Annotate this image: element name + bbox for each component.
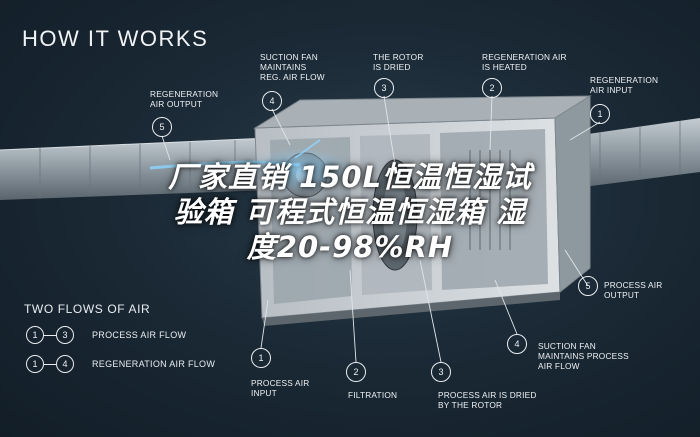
callout-3-top-badge: 3 [374, 78, 394, 98]
callout-5-top-badge: 5 [152, 117, 172, 137]
callout-2-bottom-badge: 2 [346, 362, 366, 382]
overlay-title: 厂家直销 150L恒温恒湿试 验箱 可程式恒温恒湿箱 湿 度20-98%RH [0, 160, 700, 265]
flow-end-badge: 4 [56, 355, 74, 373]
flow-row-regeneration: 1 4 REGENERATION AIR FLOW [26, 354, 215, 374]
flow-start-badge: 1 [26, 355, 44, 373]
overlay-line-3: 度20-98%RH [246, 230, 454, 264]
flows-legend-title: TWO FLOWS OF AIR [24, 302, 151, 316]
callout-regeneration-air-input-label: REGENERATION AIR INPUT [590, 75, 659, 95]
flow-range-regeneration: 1 4 [26, 355, 74, 373]
callout-2-top-badge: 2 [482, 78, 502, 98]
callout-regeneration-air-output-label: REGENERATION AIR OUTPUT [150, 89, 219, 109]
callout-regeneration-heated-label: REGENERATION AIR IS HEATED [482, 52, 567, 72]
callout-suction-fan-reg-label: SUCTION FAN MAINTAINS REG. AIR FLOW [260, 52, 325, 82]
overlay-line-1: 厂家直销 150L恒温恒湿试 [167, 160, 533, 194]
flow-label-regeneration: REGENERATION AIR FLOW [92, 359, 216, 369]
flow-row-process: 1 3 PROCESS AIR FLOW [26, 325, 186, 345]
flow-dash [44, 334, 56, 336]
callout-filtration-label: FILTRATION [348, 390, 398, 400]
flow-start-badge: 1 [26, 326, 44, 344]
callout-process-air-dried-label: PROCESS AIR IS DRIED BY THE ROTOR [438, 390, 537, 410]
callout-suction-fan-process-label: SUCTION FAN MAINTAINS PROCESS AIR FLOW [538, 341, 629, 371]
callout-4-top-badge: 4 [262, 91, 282, 111]
flow-range-process: 1 3 [26, 326, 74, 344]
leader-lines [161, 95, 601, 363]
callout-process-air-input-label: PROCESS AIR INPUT [251, 378, 310, 398]
flow-dash [44, 363, 56, 365]
callout-4-bottom-badge: 4 [507, 334, 527, 354]
callout-process-air-output-label: PROCESS AIR OUTPUT [604, 280, 663, 300]
airflow-blue [149, 139, 355, 192]
callout-3-bottom-badge: 3 [431, 362, 451, 382]
right-duct [560, 118, 700, 190]
callout-5-bottom-badge: 5 [578, 276, 598, 296]
page-title: HOW IT WORKS [22, 26, 209, 51]
flow-label-process: PROCESS AIR FLOW [92, 330, 187, 340]
overlay-line-2: 验箱 可程式恒温恒湿箱 湿 [173, 195, 527, 229]
callout-1-bottom-badge: 1 [251, 348, 271, 368]
callout-rotor-dried-label: THE ROTOR IS DRIED [373, 52, 424, 72]
callout-1-top-badge: 1 [590, 104, 610, 124]
left-duct [0, 137, 271, 200]
flow-end-badge: 3 [56, 326, 74, 344]
